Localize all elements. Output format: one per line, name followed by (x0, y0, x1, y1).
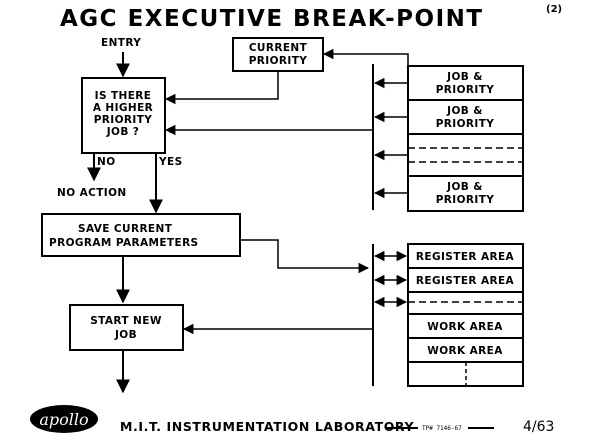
no-label: NO (97, 156, 116, 168)
decision-line-2: A HIGHER (93, 102, 153, 114)
reference-number: TP# 7146-67 (422, 425, 462, 432)
bus-to-current-priority-arrow (322, 48, 409, 75)
start-new-job-line-1: START NEW (90, 315, 162, 327)
yes-label: YES (158, 156, 183, 168)
job-priority-2-line-1: JOB & (446, 105, 483, 117)
register-area-1: REGISTER AREA (416, 251, 515, 263)
job-priority-3-line-1: JOB & (446, 181, 483, 193)
apollo-logo-text: apollo (39, 410, 88, 429)
start-new-job-box (69, 304, 184, 351)
register-area-2: REGISTER AREA (416, 275, 515, 287)
current-priority-line-2: PRIORITY (249, 55, 308, 67)
job-priority-2-line-2: PRIORITY (436, 118, 495, 130)
job-table (407, 65, 524, 212)
lab-name: M.I.T. INSTRUMENTATION LABORATORY (120, 419, 414, 434)
page-title: AGC EXECUTIVE BREAK-POINT (60, 6, 484, 32)
work-area-2: WORK AREA (427, 345, 503, 357)
title-number: (2) (546, 4, 562, 15)
start-new-job-line-2: JOB (114, 329, 137, 341)
page-number: 4/63 (523, 419, 554, 435)
save-parameters-box (41, 213, 241, 257)
no-action-label: NO ACTION (57, 187, 127, 199)
save-parameters-line-2: PROGRAM PARAMETERS (49, 237, 199, 249)
decision-line-3: PRIORITY (94, 114, 153, 126)
current-priority-line-1: CURRENT (249, 42, 308, 54)
job-priority-1-line-2: PRIORITY (436, 84, 495, 96)
decision-box (81, 77, 166, 154)
decision-line-1: IS THERE (95, 90, 152, 102)
job-priority-1-line-1: JOB & (446, 71, 483, 83)
decision-line-4: JOB ? (106, 126, 140, 138)
work-area-1: WORK AREA (427, 321, 503, 333)
entry-label: ENTRY (101, 37, 141, 49)
current-priority-arrow (164, 71, 279, 105)
save-parameters-line-1: SAVE CURRENT (78, 223, 173, 235)
job-priority-3-line-2: PRIORITY (436, 194, 495, 206)
apollo-logo (30, 405, 98, 433)
save-to-registers-arrow (240, 239, 370, 274)
